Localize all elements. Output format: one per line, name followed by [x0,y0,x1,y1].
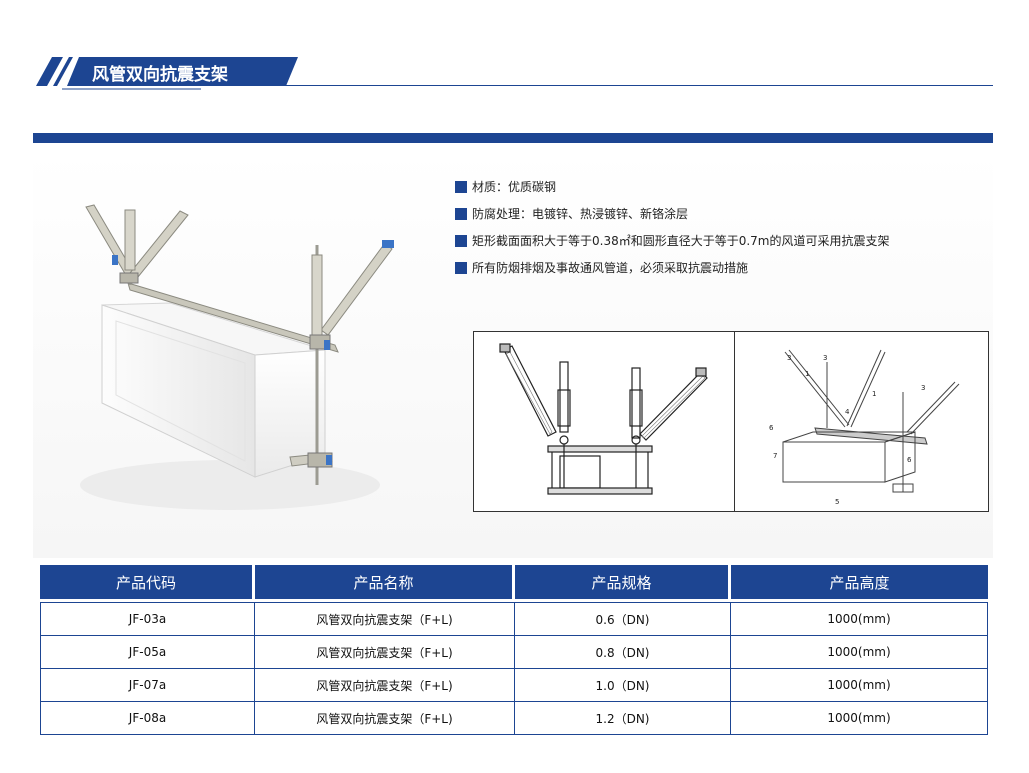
column-header: 产品名称 [255,565,515,599]
feature-item: 矩形截面面积大于等于0.38㎡和圆形直径大于等于0.7m的风道可采用抗震支架 [455,232,890,252]
table-row: JF-05a 风管双向抗震支架（F+L) 0.8（DN) 1000(mm) [40,636,988,669]
feature-text: 防腐处理：电镀锌、热浸镀锌、新铬涂层 [472,207,689,221]
diagram-callout: 5 [835,498,839,506]
title-banner-shape [36,57,993,90]
table-cell: 风管双向抗震支架（F+L) [255,669,515,702]
diagram-callout: 6 [907,456,912,464]
table-cell: JF-07a [40,669,255,702]
technical-sketch-panel: 1 1 3 3 3 4 5 6 6 7 [473,331,989,512]
table-cell: 0.8（DN) [515,636,731,669]
bullet-square-icon [455,181,467,193]
table-cell: 1.2（DN) [515,702,731,735]
table-cell: 1000(mm) [731,669,988,702]
table-cell: 风管双向抗震支架（F+L) [255,602,515,636]
feature-item: 防腐处理：电镀锌、热浸镀锌、新铬涂层 [455,205,890,225]
table-cell: 0.6（DN) [515,602,731,636]
spec-table: 产品代码 产品名称 产品规格 产品高度 JF-03a 风管双向抗震支架（F+L)… [40,565,988,735]
diagram-callout: 6 [769,424,774,432]
table-cell: JF-08a [40,702,255,735]
feature-list: 材质：优质碳钢 防腐处理：电镀锌、热浸镀锌、新铬涂层 矩形截面面积大于等于0.3… [455,178,890,286]
diagram-callout: 1 [872,390,876,398]
table-cell: JF-05a [40,636,255,669]
column-header: 产品规格 [515,565,731,599]
diagram-callout: 3 [823,354,827,362]
table-row: JF-07a 风管双向抗震支架（F+L) 1.0（DN) 1000(mm) [40,669,988,702]
product-3d-illustration [80,204,394,510]
table-cell: 1000(mm) [731,636,988,669]
table-cell: JF-03a [40,602,255,636]
feature-item: 所有防烟排烟及事故通风管道，必须采取抗震动措施 [455,259,890,279]
table-row: JF-08a 风管双向抗震支架（F+L) 1.2（DN) 1000(mm) [40,702,988,735]
bullet-square-icon [455,235,467,247]
table-cell: 风管双向抗震支架（F+L) [255,702,515,735]
isometric-sketch: 1 1 3 3 3 4 5 6 6 7 [769,349,960,506]
column-header: 产品代码 [40,565,255,599]
title-banner: 风管双向抗震支架 [0,0,1029,100]
diagram-callout: 3 [921,384,925,392]
sketch-divider [734,332,735,511]
column-header: 产品高度 [731,565,988,599]
page-title: 风管双向抗震支架 [92,65,228,85]
table-cell: 1000(mm) [731,602,988,636]
feature-text: 材质：优质碳钢 [472,180,557,194]
table-header-row: 产品代码 产品名称 产品规格 产品高度 [40,565,988,599]
diagram-callout: 1 [805,370,809,378]
feature-text: 所有防烟排烟及事故通风管道，必须采取抗震动措施 [472,261,749,275]
table-row: JF-03a 风管双向抗震支架（F+L) 0.6（DN) 1000(mm) [40,602,988,636]
diagram-callout: 3 [787,354,791,362]
table-cell: 1.0（DN) [515,669,731,702]
front-view-sketch [499,343,708,495]
table-cell: 1000(mm) [731,702,988,735]
bullet-square-icon [455,208,467,220]
accent-bar [33,133,993,143]
bullet-square-icon [455,262,467,274]
diagram-callout: 7 [773,452,777,460]
diagram-callout: 4 [845,408,850,416]
feature-text: 矩形截面面积大于等于0.38㎡和圆形直径大于等于0.7m的风道可采用抗震支架 [472,234,890,248]
table-cell: 风管双向抗震支架（F+L) [255,636,515,669]
feature-item: 材质：优质碳钢 [455,178,890,198]
